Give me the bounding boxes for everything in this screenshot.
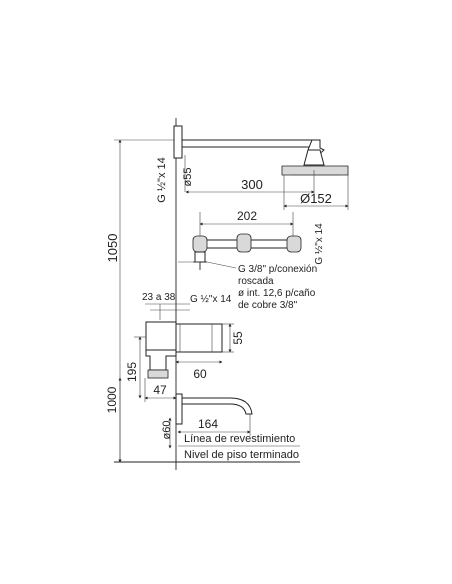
mixer-center-valve	[236, 233, 252, 253]
spout-tube	[177, 397, 253, 421]
dim-47-line	[144, 378, 177, 402]
dim-arm-thread: G ½"x 14	[156, 157, 168, 202]
shower-arm-assembly	[173, 125, 349, 192]
spout	[175, 393, 253, 425]
shower-flange	[173, 125, 183, 159]
connection-note-line-1: G 3/8" p/conexión	[238, 264, 317, 275]
spout-rosette	[175, 393, 183, 425]
dim-mixer-thread: G ½"x 14	[314, 223, 325, 265]
dim-adjust-range: 23 a 38	[142, 292, 176, 303]
floor-line-label: Nivel de piso terminado	[184, 449, 299, 461]
mixer-body	[178, 212, 302, 270]
mixer-right-valve	[286, 235, 302, 253]
connection-note-line-3: ø int. 12,6 p/caño	[238, 288, 316, 299]
connection-note-line-2: roscada	[238, 276, 274, 287]
spout-plate	[175, 323, 223, 353]
dim-spout-diameter: ø60	[161, 421, 173, 440]
dim-depth-47: 47	[153, 383, 167, 397]
spout-body	[145, 349, 177, 371]
dim-195-line	[134, 336, 146, 399]
mixer-left-valve	[192, 235, 208, 253]
shower-arm	[181, 139, 321, 148]
connection-note-line-4: de cobre 3/8"	[238, 300, 298, 311]
dim-spout-height: 55	[231, 331, 245, 345]
dim-width-60: 60	[193, 367, 207, 381]
shower-head	[281, 165, 349, 176]
dim-arm-length: 300	[241, 177, 263, 192]
dim-flange-diameter: ø55	[182, 168, 194, 187]
dim-height-1000: 1000	[105, 386, 119, 413]
dim-152-line	[283, 175, 349, 210]
dim-1050: 1050	[105, 234, 120, 263]
spout-cartridge	[145, 321, 177, 351]
connection-note: G 3/8" p/conexión roscada ø int. 12,6 p/…	[206, 261, 317, 311]
dim-head-diameter: Ø152	[300, 191, 332, 206]
wall-line-label: Línea de revestimiento	[184, 433, 295, 445]
dim-300-line	[185, 170, 315, 196]
dim-164-line	[177, 414, 251, 436]
dim-spout-thread: G ½"x 14	[190, 294, 232, 305]
spout-block-drawing	[145, 303, 234, 379]
dim-mixer-centers: 202	[237, 209, 257, 223]
spout-nut	[147, 369, 169, 379]
dim-spout-reach: 164	[198, 417, 218, 431]
mixer-left-outlet	[194, 251, 206, 263]
dim-195: 195	[125, 362, 139, 382]
shower-head-neck	[303, 149, 325, 166]
